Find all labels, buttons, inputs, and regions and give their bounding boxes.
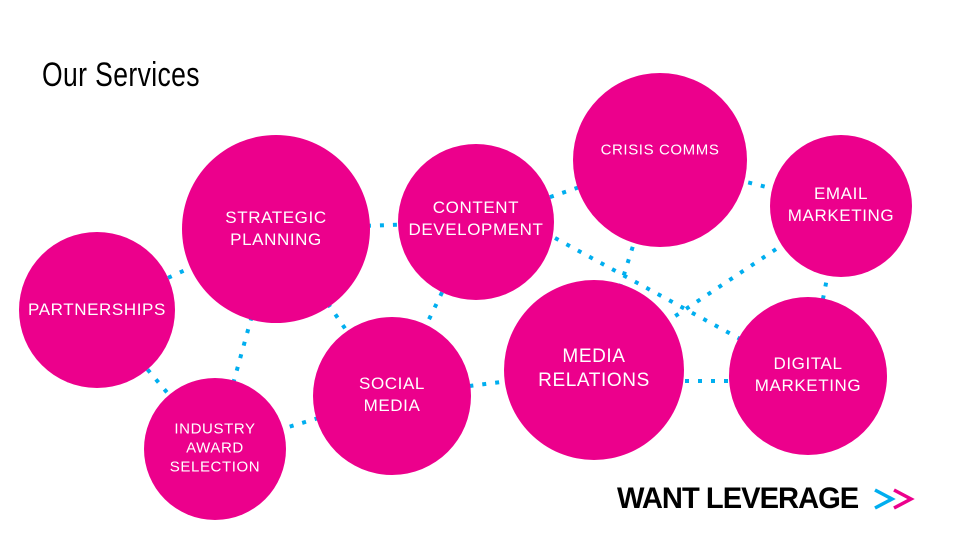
- circle-crisis-comms: [573, 73, 747, 247]
- circle-email-marketing: [770, 135, 912, 277]
- connector: [554, 236, 809, 378]
- circle-media-relations: [504, 280, 684, 460]
- label-social-media: SOCIAL MEDIA: [359, 374, 425, 415]
- label-partnerships: PARTNERSHIPS: [28, 300, 166, 319]
- circle-industry-award-selection: [144, 378, 286, 520]
- service-circles: [19, 73, 912, 520]
- label-industry-award-selection: INDUSTRY AWARD SELECTION: [169, 420, 261, 476]
- label-digital-marketing: DIGITAL MARKETING: [754, 354, 862, 395]
- label-email-marketing: EMAIL MARKETING: [787, 184, 895, 225]
- label-strategic-planning: STRATEGIC PLANNING: [225, 208, 327, 249]
- label-media-relations: MEDIA RELATIONS: [538, 346, 650, 391]
- connector: [659, 158, 842, 208]
- circle-digital-marketing: [729, 297, 887, 455]
- want-leverage-logo: WANT LEVERAGE: [617, 482, 916, 516]
- circle-content-development: [398, 144, 554, 300]
- double-chevron-icon: [873, 488, 915, 510]
- label-crisis-comms: CRISIS COMMS: [600, 141, 720, 159]
- label-content-development: CONTENT DEVELOPMENT: [408, 198, 544, 239]
- circle-strategic-planning: [182, 135, 370, 323]
- page-title: Our Services: [42, 56, 200, 94]
- circle-social-media: [313, 317, 471, 475]
- connector: [214, 394, 393, 451]
- connector: [95, 308, 217, 451]
- circle-partnerships: [19, 232, 175, 388]
- logo-text: WANT LEVERAGE: [617, 482, 859, 515]
